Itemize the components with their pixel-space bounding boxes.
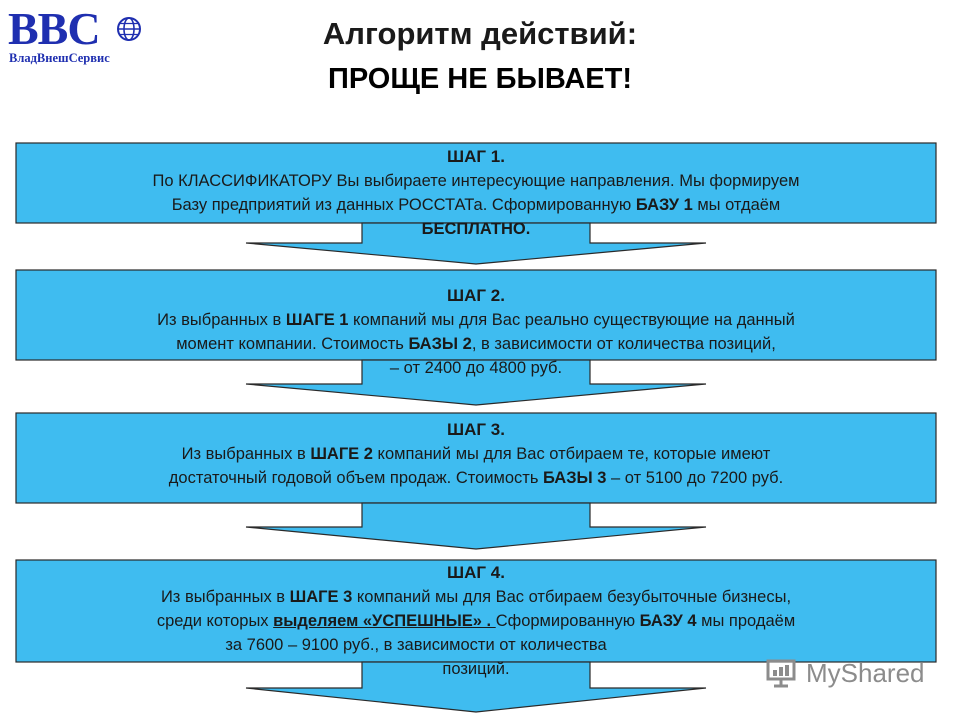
step-2-price: – от 2400 до 4800 руб. [389, 359, 563, 377]
step-3-line-2: достаточный годовой объем продаж. Стоимо… [16, 466, 936, 490]
step-3-line-1-text: Из выбранных в [181, 445, 311, 463]
step-3-line-2-text: достаточный годовой объем продаж. Стоимо… [168, 469, 544, 487]
step-3-base-label: БАЗЫ 3 [543, 469, 607, 487]
step-1-text: ШАГ 1. По КЛАССИФИКАТОРУ Вы выбираете ин… [16, 145, 936, 241]
step-4-highlight: выделяем «УСПЕШНЫЕ» . [273, 612, 496, 630]
step-1-heading: ШАГ 1. [447, 147, 505, 166]
step-2-step-ref: ШАГЕ 1 [285, 311, 349, 329]
step-1-line-2: Базу предприятий из данных РОССТАТа. Сфо… [16, 193, 936, 217]
step-2-line-1-end: компаний мы для Вас реально существующие… [348, 311, 795, 329]
step-3-text: ШАГ 3. Из выбранных в ШАГЕ 2 компаний мы… [16, 418, 936, 490]
step-4-line-2-text: среди которых [156, 612, 274, 630]
logo-subtitle: ВладВнешСервис [9, 51, 110, 65]
step-4-heading: ШАГ 4. [447, 563, 505, 582]
watermark-text: MyShared [806, 658, 925, 688]
step-1-base-label: БАЗУ 1 [635, 196, 693, 214]
step-4-line-4: позиций. [442, 660, 510, 678]
globe-icon [117, 17, 141, 41]
step-4-line-1-text: Из выбранных в [160, 588, 290, 606]
step-3-arrow [245, 502, 707, 550]
step-2-line-2-text: момент компании. Стоимость [176, 335, 409, 353]
step-4-step-ref: ШАГЕ 3 [289, 588, 353, 606]
step-4-line-2-end: мы продаём [696, 612, 796, 630]
step-3-heading: ШАГ 3. [447, 420, 505, 439]
step-4-arrow [245, 661, 707, 713]
step-4-text: ШАГ 4. Из выбранных в ШАГЕ 3 компаний мы… [16, 561, 936, 681]
step-2-heading: ШАГ 2. [447, 286, 505, 305]
step-1-line-2-end: мы отдаём [692, 196, 781, 214]
step-4-line-2-mid: Сформированную [495, 612, 640, 630]
step-1-line-1: По КЛАССИФИКАТОРУ Вы выбираете интересую… [152, 172, 800, 190]
step-1-box [15, 142, 937, 224]
watermark: MyShared [766, 654, 946, 694]
step-2-text: ШАГ 2. Из выбранных в ШАГЕ 1 компаний мы… [16, 284, 936, 380]
step-4-base-label: БАЗУ 4 [639, 612, 697, 630]
presentation-icon [766, 659, 796, 688]
step-4-line-2: среди которых выделяем «УСПЕШНЫЕ» . Сфор… [16, 609, 936, 633]
step-3-line-1-end: компаний мы для Вас отбираем те, которые… [372, 445, 771, 463]
step-3-price: – от 5100 до 7200 руб. [606, 469, 784, 487]
step-4-price: за 7600 – 9100 руб., в зависимости от ко… [225, 636, 607, 654]
logo-mark: BBC [8, 3, 101, 54]
step-1-arrow [245, 222, 707, 265]
step-3-line-1: Из выбранных в ШАГЕ 2 компаний мы для Ва… [16, 442, 936, 466]
step-4-line-1: Из выбранных в ШАГЕ 3 компаний мы для Ва… [16, 585, 936, 609]
step-2-line-2-end: , в зависимости от количества позиций, [471, 335, 776, 353]
company-logo: BBC ВладВнешСервис [8, 4, 158, 70]
step-2-arrow [245, 359, 707, 406]
step-1-price: БЕСПЛАТНО. [421, 220, 531, 238]
step-1-line-2-text: Базу предприятий из данных РОССТАТа. Сфо… [171, 196, 636, 214]
page-title: Алгоритм действий: [322, 16, 638, 51]
step-2-base-label: БАЗЫ 2 [408, 335, 472, 353]
step-3-box [15, 412, 937, 504]
step-4-line-1-end: компаний мы для Вас отбираем безубыточны… [352, 588, 792, 606]
page-subtitle: ПРОЩЕ НЕ БЫВАЕТ! [327, 63, 633, 95]
step-3-step-ref: ШАГЕ 2 [310, 445, 373, 463]
step-2-line-1-text: Из выбранных в [157, 311, 286, 329]
step-2-line-1: Из выбранных в ШАГЕ 1 компаний мы для Ва… [16, 308, 936, 332]
step-2-line-2: момент компании. Стоимость БАЗЫ 2, в зав… [16, 332, 936, 356]
